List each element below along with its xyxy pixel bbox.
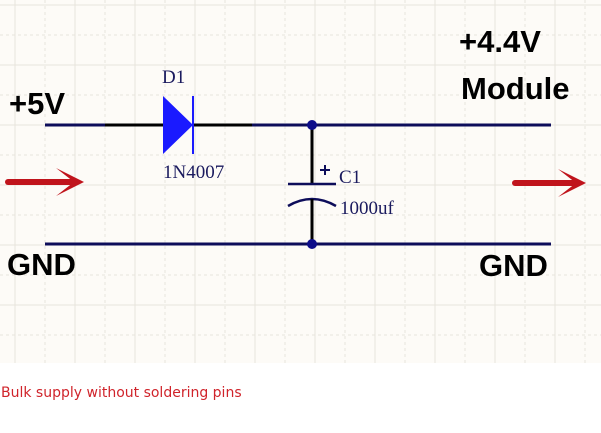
grid — [0, 0, 601, 363]
junction-bottom — [307, 239, 317, 249]
arrow-input-icon — [5, 168, 84, 196]
caption: Bulk supply without soldering pins — [1, 385, 242, 401]
gnd-right-label: GND — [479, 248, 548, 283]
schematic-drawing — [0, 0, 601, 363]
output-module-label: Module — [461, 71, 570, 106]
input-voltage-label: +5V — [9, 86, 66, 121]
capacitor-value: 1000uf — [340, 198, 394, 219]
arrow-output-icon — [512, 169, 586, 197]
diode-designator: D1 — [162, 67, 186, 88]
junction-top — [307, 120, 317, 130]
gnd-left-label: GND — [7, 247, 76, 282]
diode-triangle — [163, 96, 193, 154]
diode-part-number: 1N4007 — [163, 162, 225, 183]
output-voltage-label: +4.4V — [459, 24, 541, 59]
capacitor-designator: C1 — [339, 167, 362, 188]
schematic-canvas: +5V +4.4V Module GND GND D1 1N4007 C1 10… — [0, 0, 601, 363]
